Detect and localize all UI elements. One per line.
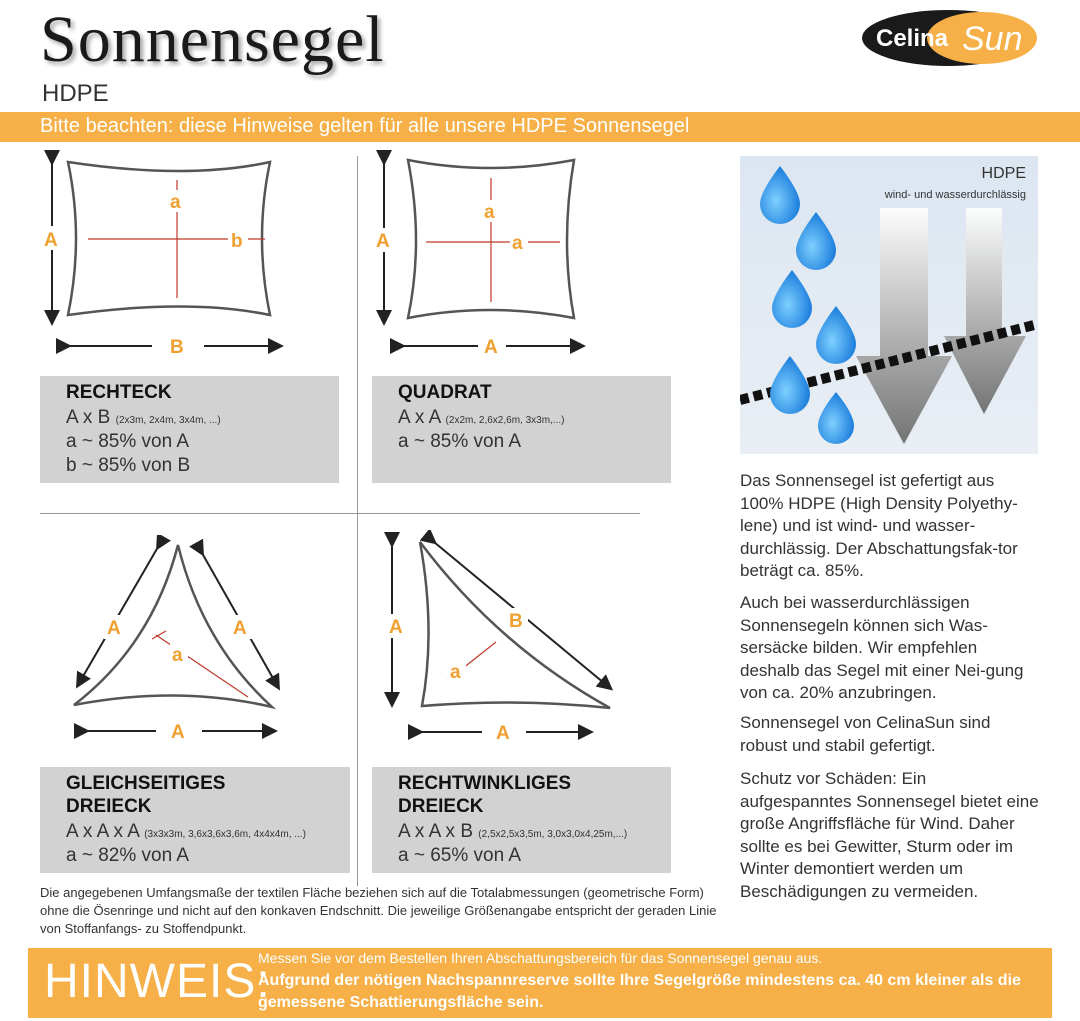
equilateral-dimensions: A x A x A (3x3x3m, 3,6x3,6x3,6m, 4x4x4m,… (66, 821, 306, 842)
right-triangle-dimensions: A x A x B (2,5x2,5x3,5m, 3,0x3,0x4,25m,.… (398, 821, 628, 842)
sail-fabric-line (740, 319, 1038, 405)
hdpe-graphic-caption: wind- und wasserdurchlässig (884, 189, 1026, 201)
measurement-footnote: Die angegebenen Umfangsmaße der textilen… (40, 885, 717, 936)
right-triangle-label-bottom: A (496, 723, 510, 744)
hdpe-permeability-illustration: HDPE wind- und wasserdurchlässig (740, 156, 1038, 454)
right-triangle-label-inner: a (450, 662, 461, 683)
equilateral-heading: GLEICHSEITIGES (66, 773, 226, 794)
info-box-rectangle: RECHTECK A x B (2x3m, 2x4m, 3x4m, ...) a… (40, 376, 339, 483)
right-triangle-heading-2: DREIECK (398, 796, 484, 817)
square-diagram: a a A A (374, 150, 586, 358)
down-arrow-right-icon (944, 208, 1026, 414)
hdpe-graphic-title: HDPE (982, 165, 1026, 182)
rectangle-dimensions: A x B (2x3m, 2x4m, 3x4m, ...) (66, 407, 221, 428)
hint-line-1: Messen Sie vor dem Bestellen Ihren Absch… (258, 950, 823, 966)
rectangle-ratio-b: b ~ 85% von B (66, 455, 191, 476)
right-triangle-diagram: A B a A (384, 530, 614, 744)
rectangle-diagram: a b A B (42, 150, 284, 358)
right-triangle-label-left: A (389, 617, 403, 638)
info-paragraph-protection: Schutz vor Schäden: Ein aufgespanntes So… (740, 769, 1039, 901)
square-dimensions: A x A (2x2m, 2,6x2,6m, 3x3m,...) (398, 407, 565, 428)
notice-banner-text: Bitte beachten: diese Hinweise gelten fü… (40, 115, 690, 137)
hint-label: HINWEIS: (44, 955, 271, 1008)
rect-label-bottom: B (170, 337, 184, 358)
notice-banner: Bitte beachten: diese Hinweise gelten fü… (0, 112, 1080, 142)
hint-line-2: Aufgrund der nötigen Nachspannreserve so… (258, 972, 1021, 1011)
rect-label-left: A (44, 230, 58, 251)
info-box-equilateral-triangle: GLEICHSEITIGES DREIECK A x A x A (3x3x3m… (40, 767, 350, 873)
info-paragraph-robust: Sonnensegel von CelinaSun sind robust un… (740, 713, 991, 755)
logo-text-left: Celina (876, 25, 949, 52)
down-arrow-left-icon (856, 208, 952, 444)
rectangle-heading: RECHTECK (66, 382, 172, 403)
logo-text-right: Sun (962, 20, 1023, 58)
rect-label-inner-v: a (170, 192, 181, 213)
rectangle-ratio-a: a ~ 85% von A (66, 431, 190, 452)
info-paragraph-water-bags: Auch bei wasserdurchlässigen Sonnensegel… (740, 593, 1024, 702)
grid-divider-horizontal (40, 513, 640, 514)
square-label-inner-h: a (512, 233, 523, 254)
right-triangle-label-diag: B (509, 611, 523, 632)
square-heading: QUADRAT (398, 382, 492, 403)
page-title: Sonnensegel (40, 3, 385, 76)
equilateral-label-bottom: A (171, 722, 185, 743)
rect-label-inner-h: b (231, 231, 243, 252)
equilateral-triangle-diagram: A A a A (73, 535, 280, 743)
info-box-square: QUADRAT A x A (2x2m, 2,6x2,6m, 3x3m,...)… (372, 376, 671, 483)
equilateral-label-inner: a (172, 645, 183, 666)
page-subtitle: HDPE (42, 80, 109, 107)
brand-logo: Celina Sun (862, 10, 1037, 66)
right-triangle-ratio-a: a ~ 65% von A (398, 845, 522, 866)
equilateral-ratio-a: a ~ 82% von A (66, 845, 190, 866)
square-label-bottom: A (484, 337, 498, 358)
square-label-inner-v: a (484, 202, 495, 223)
grid-divider-vertical (357, 156, 358, 886)
right-triangle-heading: RECHTWINKLIGES (398, 773, 572, 794)
square-label-left: A (376, 231, 390, 252)
equilateral-heading-2: DREIECK (66, 796, 152, 817)
hint-bar (28, 948, 1052, 1018)
equilateral-label-left: A (107, 618, 121, 639)
info-box-right-triangle: RECHTWINKLIGES DREIECK A x A x B (2,5x2,… (372, 767, 671, 873)
water-drops-icon (760, 166, 856, 444)
info-paragraph-material: Das Sonnensegel ist gefertigt aus 100% H… (740, 471, 1018, 580)
square-ratio-a: a ~ 85% von A (398, 431, 522, 452)
equilateral-label-right: A (233, 618, 247, 639)
